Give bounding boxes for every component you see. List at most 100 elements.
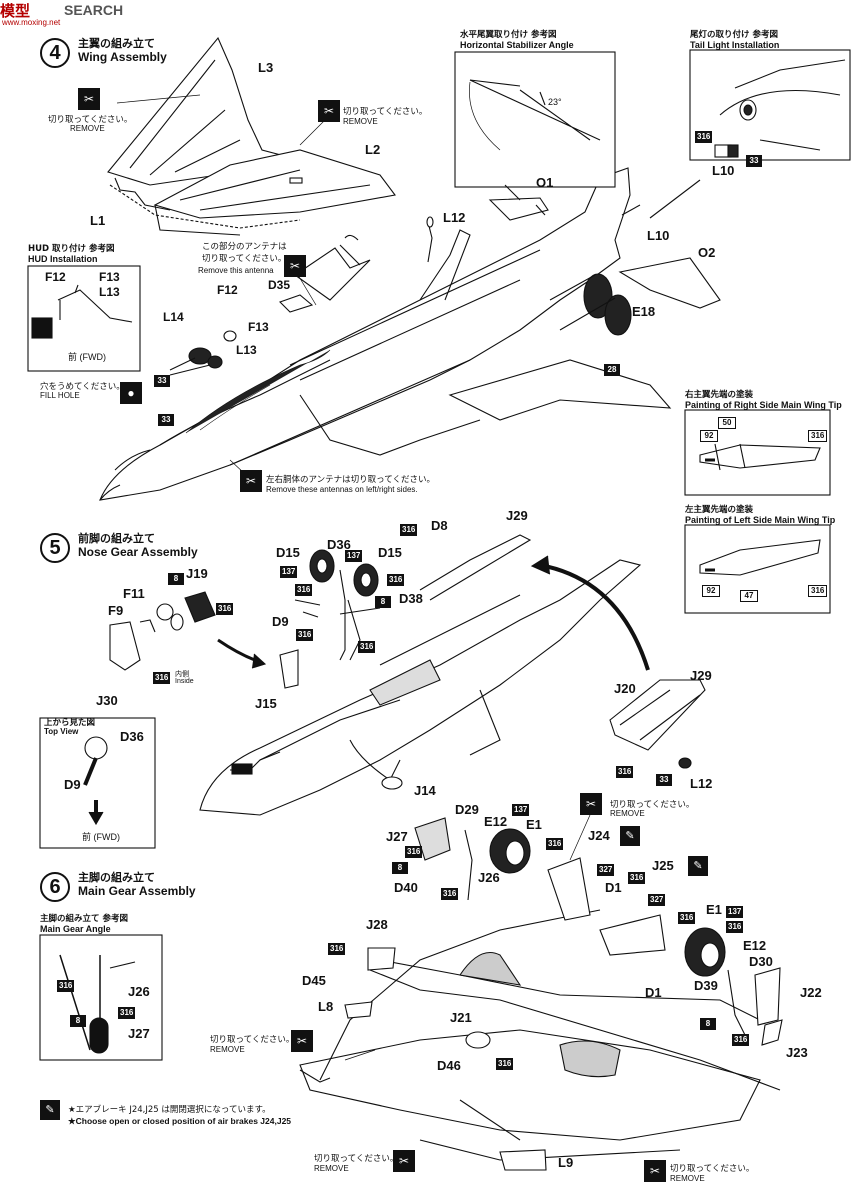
paint-badge-327: 327 [648,894,666,906]
paint-badge-47: 47 [740,590,758,602]
paint-badge-316: 316 [328,943,346,955]
paint-badge-316: 316 [695,131,713,143]
part-label-j14: J14 [414,783,436,798]
part-label-e1b: E1 [706,902,722,917]
fill-hole-icon: ● [120,382,142,404]
cut-icon: ✂ [240,470,262,492]
gear-angle-label-j26: J26 [128,984,150,999]
part-label-l10-main: L10 [647,228,670,243]
remove-note-en: REMOVE [670,1174,705,1183]
paint-badge-8: 8 [70,1015,86,1027]
part-label-e18: E18 [632,304,656,319]
paint-badge-50: 50 [718,417,736,429]
tail-panel-title-en: Tail Light Installation [690,40,780,50]
remove-note-jp: 切り取ってください。 [343,107,428,117]
remove-note-en: REMOVE [343,117,378,126]
part-label-e12b: E12 [743,938,767,953]
stab-panel-title-en: Horizontal Stabilizer Angle [460,40,574,50]
part-label-l1: L1 [90,213,106,228]
right-tip-title-jp: 右主翼先端の塗装 [685,390,754,400]
wing-step6-drawing [299,909,781,1161]
paint-badge-316: 316 [358,641,376,653]
right-tip-title-en: Painting of Right Side Main Wing Tip [685,400,842,410]
part-label-d40: D40 [394,880,418,895]
paint-badge-137: 137 [512,804,530,816]
step-5-title-en: Nose Gear Assembly [78,545,198,559]
remove-note-jp: 切り取ってください。 [670,1164,755,1174]
hud-fwd-label: 前 (FWD) [68,352,106,362]
paint-badge-316: 316 [57,980,75,992]
cut-icon: ✂ [580,793,602,815]
inside-jp: 内側 [175,670,189,678]
paint-badge-33: 33 [746,155,762,167]
part-label-e12: E12 [484,814,508,829]
part-label-d45: D45 [302,973,326,988]
paint-brush-icon: ✎ [620,826,640,846]
cut-icon: ✂ [644,1160,666,1182]
paint-badge-316: 316 [400,524,418,536]
paint-badge-316: 316 [387,574,405,586]
cut-icon: ✂ [393,1150,415,1172]
part-label-j27: J27 [386,829,408,844]
part-label-d29: D29 [455,802,479,817]
antenna-note-jp-1: この部分のアンテナは [202,242,287,252]
stabilizer-o1-drawing [488,197,549,221]
top-view-label-d9: D9 [64,777,81,792]
part-label-d36: D36 [327,537,351,552]
part-label-j26: J26 [478,870,500,885]
paint-badge-33: 33 [158,414,174,426]
part-label-j30: J30 [96,693,118,708]
part-label-d46: D46 [437,1058,461,1073]
paint-badge-137: 137 [280,566,298,578]
gear-angle-title-jp: 主脚の組み立て 参考図 [40,914,128,924]
gear-angle-label-j27: J27 [128,1026,150,1041]
remove-note-jp: 切り取ってください。 [210,1035,295,1045]
part-label-j28: J28 [366,917,388,932]
part-label-l10: L10 [712,163,735,178]
side-antenna-jp: 左右胴体のアンテナは切り取ってください。 [266,475,435,485]
part-l12-drawing [427,221,433,263]
step-6-number: 6 [40,872,70,902]
part-label-j29: J29 [506,508,528,523]
tail-light-panel-frame [689,49,851,161]
paint-badge-28: 28 [604,364,620,376]
hud-label-f13: F13 [99,270,120,284]
left-tip-title-en: Painting of Left Side Main Wing Tip [685,515,836,525]
part-label-f12: F12 [217,283,238,297]
paint-badge-316: 316 [295,584,313,596]
cut-icon: ✂ [284,255,306,277]
cut-icon: ✂ [78,88,100,110]
paint-badge-327: 327 [597,864,615,876]
part-label-l2: L2 [365,142,381,157]
remove-note-jp: 切り取ってください。 [48,115,133,125]
paint-brush-icon: ✎ [40,1100,60,1120]
remove-note-en: REMOVE [70,124,105,133]
step-5-title-jp: 前脚の組み立て [78,532,155,545]
stab-angle-panel-frame [454,51,616,188]
fuselage-step4-drawing [99,167,672,501]
part-label-d38: D38 [399,591,423,606]
part-label-j21: J21 [450,1010,472,1025]
paint-badge-316: 316 [726,921,744,933]
fill-hole-en: FILL HOLE [40,391,80,400]
part-label-j29b: J29 [690,668,712,683]
hud-label-f12: F12 [45,270,66,284]
part-label-j24: J24 [588,828,610,843]
part-label-j19: J19 [186,566,208,581]
part-label-d1: D1 [605,880,622,895]
paint-badge-316: 316 [628,872,646,884]
side-antenna-en: Remove these antennas on left/right side… [266,485,418,494]
part-label-j22: J22 [800,985,822,1000]
fill-hole-jp: 穴をうめてください。 [40,382,125,392]
paint-badge-316: 316 [118,1007,136,1019]
watermark-site: SEARCH [64,2,124,18]
top-view-fwd: 前 (FWD) [82,832,120,842]
remove-note-jp: 切り取ってください。 [610,800,695,810]
part-label-d1b: D1 [645,985,662,1000]
paint-badge-316: 316 [732,1034,750,1046]
paint-brush-icon: ✎ [688,856,708,876]
part-label-e1: E1 [526,817,542,832]
paint-badge-316: 316 [441,888,459,900]
paint-badge-316: 316 [616,766,634,778]
tail-panel-title-jp: 尾灯の取り付け 参考図 [690,30,778,40]
